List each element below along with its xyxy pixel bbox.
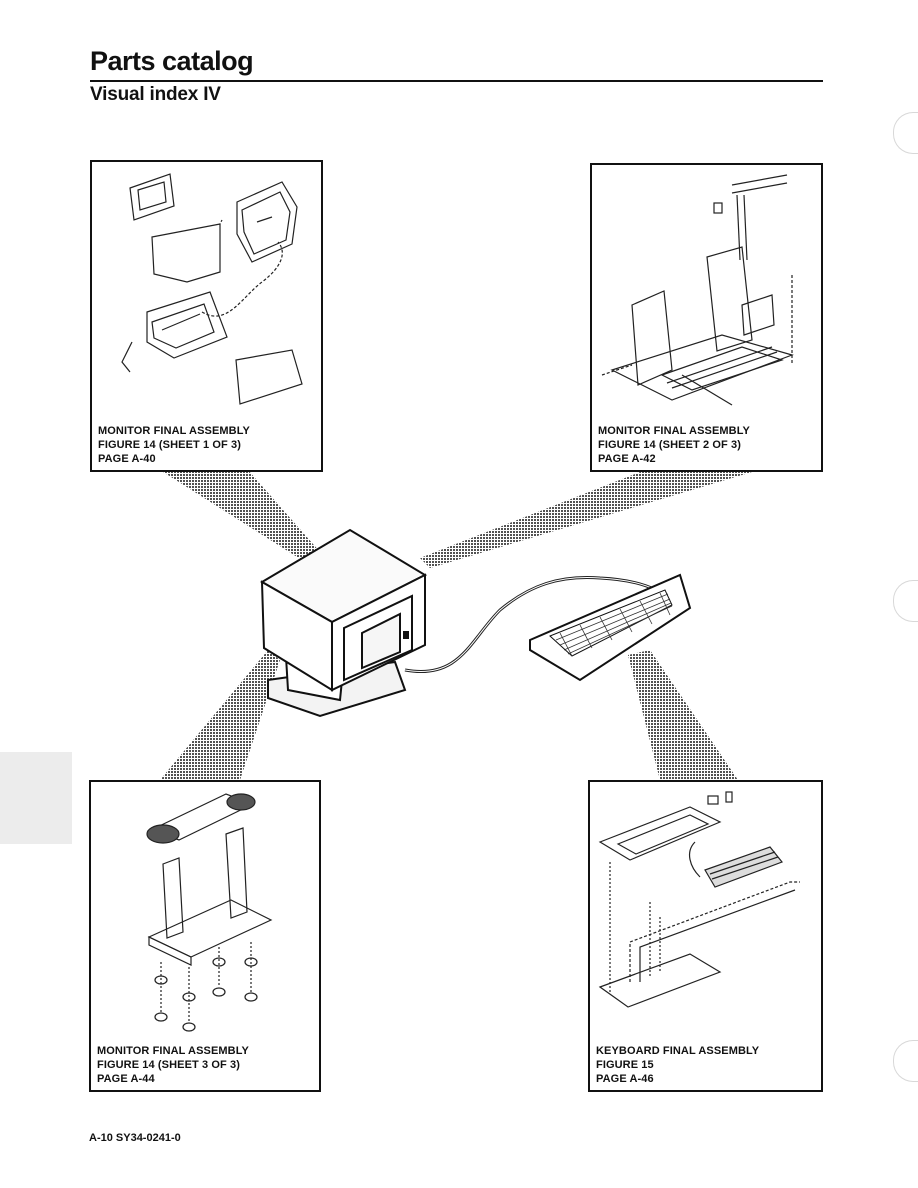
caption-figure: FIGURE 14 (SHEET 2 OF 3) [598,439,741,451]
monitor-stand-exploded-icon [146,793,273,1032]
index-panel-figure-15[interactable]: KEYBOARD FINAL ASSEMBLY FIGURE 15 PAGE A… [588,780,823,1092]
page-subtitle: Visual index IV [90,84,221,105]
monitor-frame-exploded-icon [601,174,794,406]
title-rule [90,80,823,82]
index-panel-sheet-2[interactable]: MONITOR FINAL ASSEMBLY FIGURE 14 (SHEET … [590,163,823,472]
page-edge-shading [0,752,72,844]
page-title: Parts catalog [90,46,254,76]
caption-title: MONITOR FINAL ASSEMBLY [97,1045,249,1057]
index-panel-sheet-1[interactable]: MONITOR FINAL ASSEMBLY FIGURE 14 (SHEET … [90,160,323,472]
caption-figure: FIGURE 14 (SHEET 3 OF 3) [97,1059,240,1071]
caption-page: PAGE A-46 [596,1073,654,1085]
panel-caption: MONITOR FINAL ASSEMBLY FIGURE 14 (SHEET … [598,424,750,466]
caption-figure: FIGURE 15 [596,1059,654,1071]
beam-top-left [160,470,320,562]
keyboard-exploded-icon [598,791,800,1008]
panel-caption: MONITOR FINAL ASSEMBLY FIGURE 14 (SHEET … [98,424,250,466]
caption-page: PAGE A-44 [97,1073,155,1085]
page-footer: A-10 SY34-0241-0 [89,1132,181,1144]
monitor-enclosure-exploded-icon [121,173,303,405]
panel-caption: MONITOR FINAL ASSEMBLY FIGURE 14 (SHEET … [97,1044,249,1086]
caption-figure: FIGURE 14 (SHEET 1 OF 3) [98,439,241,451]
beam-top-right [420,472,752,568]
caption-page: PAGE A-42 [598,453,656,465]
monitor-icon [260,528,428,718]
caption-title: MONITOR FINAL ASSEMBLY [98,425,250,437]
index-panel-sheet-3[interactable]: MONITOR FINAL ASSEMBLY FIGURE 14 (SHEET … [89,780,321,1092]
caption-title: KEYBOARD FINAL ASSEMBLY [596,1045,760,1057]
beam-bottom-left [160,650,280,780]
panel-caption: KEYBOARD FINAL ASSEMBLY FIGURE 15 PAGE A… [596,1044,759,1086]
caption-title: MONITOR FINAL ASSEMBLY [598,425,750,437]
caption-page: PAGE A-40 [98,453,156,465]
keyboard-icon [529,573,692,682]
beam-bottom-right [628,650,738,780]
